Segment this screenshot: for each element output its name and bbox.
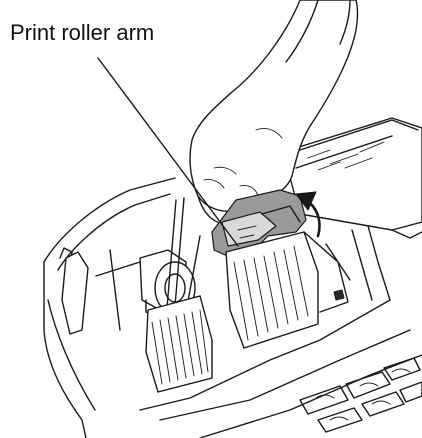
print-roller-arm — [211, 189, 307, 259]
left-ribbed-block — [145, 295, 213, 393]
right-ribbed-block — [225, 231, 319, 349]
rotate-up-arrow-icon — [295, 191, 321, 238]
callout-leader-line — [97, 57, 239, 247]
left-flap — [61, 249, 141, 335]
side-bracket — [303, 231, 351, 313]
keyboard — [299, 357, 422, 433]
printer-housing — [43, 177, 422, 438]
print-roller-arm-label: Print roller arm — [10, 20, 155, 45]
display-unit — [282, 117, 422, 239]
